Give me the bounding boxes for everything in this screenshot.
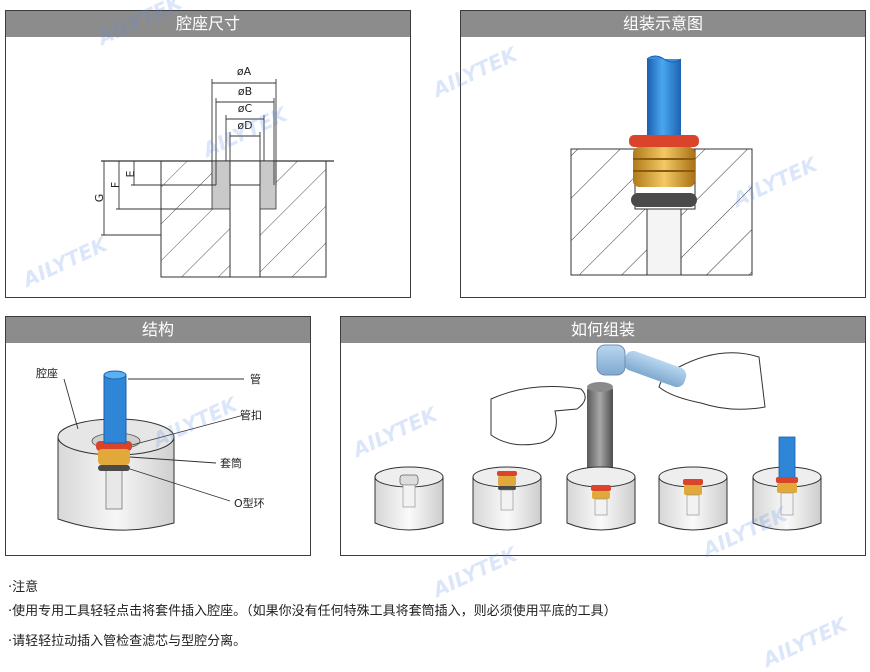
- dim-f-label: F: [109, 182, 122, 188]
- diameter-dimension-lines: [211, 79, 277, 185]
- tube-clip: [629, 135, 699, 147]
- notes-line-1: ·使用专用工具轻轻点击将套件插入腔座。（如果你没有任何特殊工具将套筒插入，则必须…: [8, 604, 617, 619]
- notes-title: ·注意: [8, 580, 39, 595]
- dim-e-label: E: [124, 170, 137, 177]
- panel-title-structure: 结构: [6, 317, 310, 343]
- assembly-diagram-panel: 组装示意图: [460, 10, 866, 298]
- dim-c-label: øC: [238, 102, 253, 115]
- dim-a-label: øA: [237, 65, 252, 78]
- step-cups: [374, 436, 822, 531]
- hammer-head: [596, 344, 626, 376]
- bore-lower: [229, 184, 261, 278]
- dim-b-label: øB: [238, 85, 252, 98]
- depth-dimension-lines: [101, 160, 216, 236]
- label-tube: 管: [250, 372, 261, 386]
- o-ring: [98, 465, 130, 471]
- cavity-dimension-drawing: øA øB øC øD E F G: [93, 65, 334, 278]
- step-5-cup: [752, 436, 822, 531]
- label-o-ring: O型环: [234, 496, 265, 510]
- watermark: AILYTEK: [759, 612, 851, 672]
- step-1-cup: [374, 466, 444, 531]
- step-4-cup: [658, 466, 728, 531]
- tube: [103, 374, 127, 444]
- assembly-steps-illustration: [374, 344, 822, 531]
- sleeve: [633, 147, 695, 187]
- hammer-handle: [623, 350, 687, 388]
- lower-bore: [646, 208, 682, 276]
- left-hand: [490, 386, 586, 446]
- label-sleeve: 套筒: [220, 456, 242, 470]
- dim-g-label: G: [93, 194, 106, 203]
- label-cavity: 腔座: [36, 366, 58, 380]
- insertion-tool: [587, 387, 613, 487]
- step-2-cup: [472, 466, 542, 531]
- cavity-dimensions-panel: 腔座尺寸: [5, 10, 411, 298]
- tube: [647, 59, 681, 149]
- leader-lines: [63, 378, 245, 502]
- assembly-cross-section: [570, 55, 753, 276]
- notes-line-2: ·请轻轻拉动插入管检查滤芯与型腔分离。: [8, 634, 247, 649]
- o-ring: [631, 193, 697, 207]
- how-to-assemble-panel: 如何组装: [340, 316, 866, 556]
- panel-title-assembly: 组装示意图: [461, 11, 865, 37]
- step-3-cup: [566, 466, 636, 531]
- panel-title-cavity: 腔座尺寸: [6, 11, 410, 37]
- panel-title-howto: 如何组装: [341, 317, 865, 343]
- structure-illustration: 腔座 管 管扣 套筒 O型环: [36, 366, 265, 531]
- sleeve: [98, 449, 130, 465]
- label-tube-clip: 管扣: [240, 408, 262, 422]
- dim-d-label: øD: [237, 119, 252, 132]
- structure-panel: 结构 腔座 管 管扣 套筒: [5, 316, 311, 556]
